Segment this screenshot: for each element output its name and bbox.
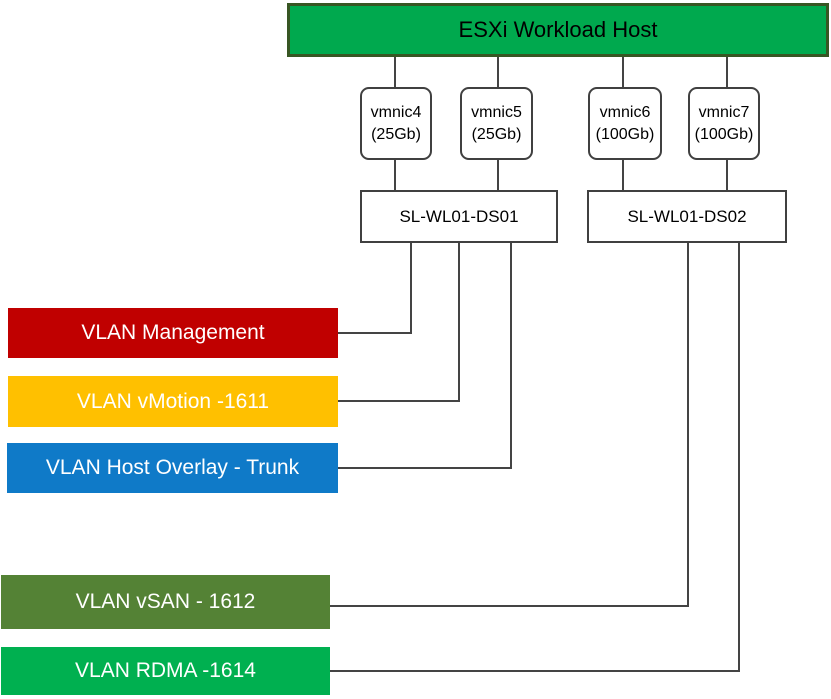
switch-box-ds01: SL-WL01-DS01	[360, 190, 558, 243]
vlan-bar-vmotion: VLAN vMotion -1611	[8, 376, 338, 427]
nic-box-vmnic5: vmnic5 (25Gb)	[460, 87, 533, 160]
nic-name: vmnic4	[370, 103, 422, 121]
nic-speed: (100Gb)	[694, 125, 754, 143]
nic-name: vmnic7	[698, 103, 750, 121]
switch-label: SL-WL01-DS01	[399, 206, 519, 226]
wire-ds02-vlan-vsan	[330, 243, 689, 607]
esxi-host-box: ESXi Workload Host	[287, 3, 829, 57]
nic-name: vmnic5	[471, 103, 522, 121]
vlan-label: VLAN RDMA -1614	[75, 659, 256, 682]
nic-box-vmnic6: vmnic6 (100Gb)	[588, 87, 662, 160]
vlan-bar-rdma: VLAN RDMA -1614	[1, 647, 330, 695]
wire-ds02-vlan-rdma	[330, 243, 740, 672]
esxi-host-title: ESXi Workload Host	[458, 17, 658, 42]
vlan-label: VLAN Management	[81, 321, 265, 344]
vlan-bar-host-overlay: VLAN Host Overlay - Trunk	[7, 443, 338, 493]
wire-ds01-vlan-overlay	[338, 243, 512, 469]
vlan-bar-management: VLAN Management	[8, 308, 338, 358]
nic-box-vmnic4: vmnic4 (25Gb)	[360, 87, 432, 160]
nic-speed: (25Gb)	[471, 125, 522, 143]
nic-name: vmnic6	[599, 103, 651, 121]
switch-label: SL-WL01-DS02	[627, 206, 747, 226]
vlan-bar-vsan: VLAN vSAN - 1612	[1, 575, 330, 629]
wire-ds01-vlan-vmotion	[338, 243, 460, 402]
nic-speed: (100Gb)	[595, 125, 655, 143]
nic-speed: (25Gb)	[371, 125, 421, 143]
wire-ds01-vlan-management	[338, 243, 412, 334]
vlan-label: VLAN Host Overlay - Trunk	[45, 456, 300, 479]
vlan-label: VLAN vSAN - 1612	[75, 590, 256, 613]
vlan-label: VLAN vMotion -1611	[76, 389, 270, 413]
switch-box-ds02: SL-WL01-DS02	[587, 190, 787, 243]
nic-box-vmnic7: vmnic7 (100Gb)	[688, 87, 760, 160]
